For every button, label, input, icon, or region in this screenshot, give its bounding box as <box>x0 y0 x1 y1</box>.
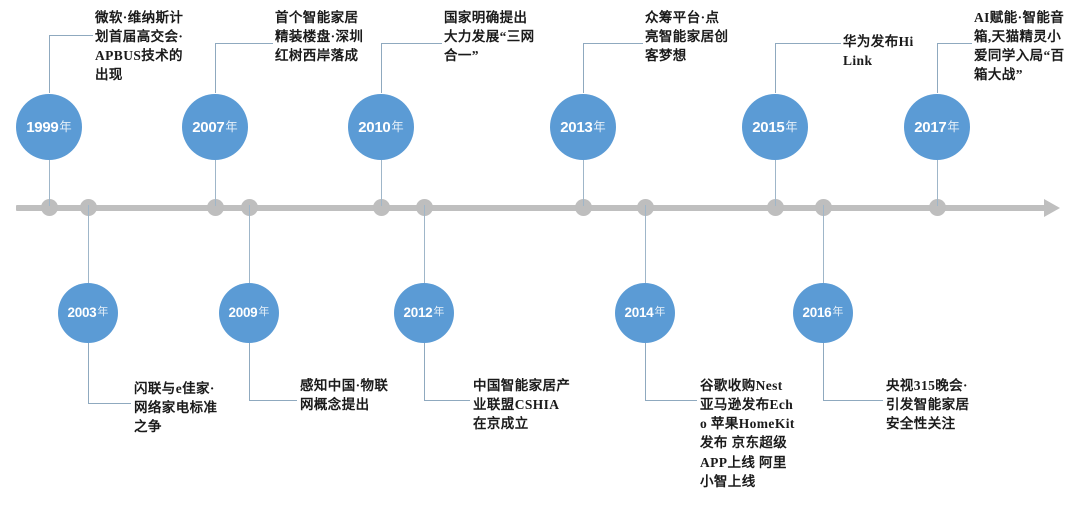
connector-vertical-2015 <box>775 43 776 93</box>
axis-dot-2013 <box>575 199 592 216</box>
year-number-2012: 2012 <box>403 305 433 321</box>
year-number-2003: 2003 <box>67 305 97 321</box>
connector-horizontal-2012 <box>424 400 470 401</box>
connector-vertical-2009 <box>249 343 250 400</box>
stem-2013 <box>583 160 584 206</box>
year-number-2010: 2010 <box>358 118 391 136</box>
year-number-2016: 2016 <box>802 305 832 321</box>
year-number-2015: 2015 <box>752 118 785 136</box>
caption-2009: 感知中国·物联网概念提出 <box>300 378 389 413</box>
year-suffix-2014: 年 <box>654 306 666 319</box>
connector-horizontal-2014 <box>645 400 697 401</box>
axis-dot-2015 <box>767 199 784 216</box>
year-number-1999: 1999 <box>26 118 59 136</box>
year-suffix-2016: 年 <box>832 306 844 319</box>
stem-2014 <box>645 205 646 283</box>
year-number-2007: 2007 <box>192 118 225 136</box>
stem-2007 <box>215 160 216 206</box>
connector-horizontal-2007 <box>215 43 273 44</box>
caption-2010: 国家明确提出大力发展“三网合一” <box>444 10 535 64</box>
axis-dot-2007 <box>207 199 224 216</box>
year-suffix-2003: 年 <box>97 306 109 319</box>
caption-2003: 闪联与e佳家·网络家电标准之争 <box>134 381 218 435</box>
stem-2009 <box>249 205 250 283</box>
caption-2017: AI赋能·智能音箱,天猫精灵小爱同学入局“百箱大战” <box>974 10 1065 83</box>
stem-2016 <box>823 205 824 283</box>
connector-vertical-2017 <box>937 43 938 93</box>
connector-vertical-2016 <box>823 343 824 400</box>
axis-dot-2010 <box>373 199 390 216</box>
caption-1999: 微软·维纳斯计划首届高交会·APBUS技术的出现 <box>95 10 184 83</box>
year-suffix-2009: 年 <box>258 306 270 319</box>
caption-2012: 中国智能家居产业联盟CSHIA在京成立 <box>473 378 571 432</box>
connector-vertical-2013 <box>583 43 584 93</box>
year-suffix-2007: 年 <box>225 119 238 134</box>
caption-2016: 央视315晚会·引发智能家居安全性关注 <box>886 378 970 432</box>
connector-vertical-1999 <box>49 35 50 93</box>
caption-2014: 谷歌收购Nest 亚马逊发布Echo 苹果HomeKit发布 京东超级APP上线… <box>700 378 795 489</box>
stem-1999 <box>49 160 50 206</box>
caption-2013: 众筹平台·点亮智能家居创客梦想 <box>645 10 729 64</box>
year-number-2009: 2009 <box>228 305 258 321</box>
connector-horizontal-2016 <box>823 400 883 401</box>
connector-horizontal-2009 <box>249 400 297 401</box>
axis-dot-1999 <box>41 199 58 216</box>
year-suffix-2012: 年 <box>433 306 445 319</box>
connector-horizontal-2013 <box>583 43 643 44</box>
connector-vertical-2014 <box>645 343 646 400</box>
connector-horizontal-2017 <box>937 43 972 44</box>
caption-2015: 华为发布HiLink <box>843 34 914 69</box>
connector-horizontal-2010 <box>381 43 442 44</box>
year-suffix-2013: 年 <box>593 119 606 134</box>
connector-vertical-2003 <box>88 343 89 403</box>
year-suffix-2010: 年 <box>391 119 404 134</box>
axis-dot-2017 <box>929 199 946 216</box>
connector-vertical-2007 <box>215 43 216 93</box>
connector-horizontal-1999 <box>49 35 93 36</box>
connector-vertical-2010 <box>381 43 382 93</box>
year-suffix-2015: 年 <box>785 119 798 134</box>
year-number-2014: 2014 <box>624 305 654 321</box>
stem-2017 <box>937 160 938 206</box>
year-number-2013: 2013 <box>560 118 593 136</box>
timeline-axis-arrow-icon <box>1044 199 1060 217</box>
year-number-2017: 2017 <box>914 118 947 136</box>
stem-2010 <box>381 160 382 206</box>
year-suffix-2017: 年 <box>947 119 960 134</box>
connector-vertical-2012 <box>424 343 425 400</box>
stem-2012 <box>424 205 425 283</box>
stem-2003 <box>88 205 89 283</box>
stem-2015 <box>775 160 776 206</box>
caption-2007: 首个智能家居精装楼盘·深圳红树西岸落成 <box>275 10 364 64</box>
connector-horizontal-2015 <box>775 43 841 44</box>
timeline-axis <box>16 205 1046 211</box>
year-suffix-1999: 年 <box>59 119 72 134</box>
connector-horizontal-2003 <box>88 403 131 404</box>
